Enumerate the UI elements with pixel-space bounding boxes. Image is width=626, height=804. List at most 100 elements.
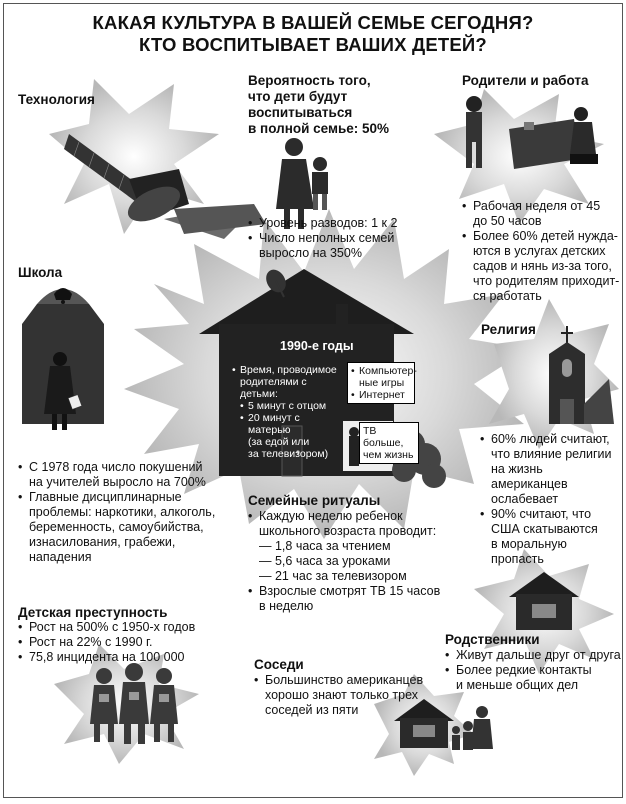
house-time-mother: 20 минут с матерью (за едой или за телев…: [240, 412, 337, 460]
crime-stats: Рост на 500% с 1950-х годов Рост на 22% …: [18, 620, 238, 665]
text-line: Каждую неделю ребенок: [259, 509, 403, 523]
relatives-stat-contacts: Более редкие контакты и меньше общих дел: [445, 663, 622, 693]
house-time-father: 5 минут с отцом: [240, 400, 337, 412]
text-line: проблемы: наркотики, алкоголь,: [29, 505, 216, 519]
text-line: чем жизнь: [363, 449, 414, 461]
house-time-stats: Время, проводимое родителями с детьми: 5…: [232, 364, 337, 460]
relatives-stats: Живут дальше друг от друга Более редкие …: [445, 648, 622, 693]
text-line: Более 60% детей нужда-: [473, 229, 618, 243]
house-tv-box: ТВ больше, чем жизнь: [359, 422, 419, 464]
parents-stats: Рабочая неделя от 45 до 50 часов Более 6…: [462, 199, 622, 304]
text-line: 90% считают, что: [491, 507, 592, 521]
text-line: соседей из пяти: [265, 703, 359, 717]
text-line: Рабочая неделя от 45: [473, 199, 601, 213]
family-heading: Вероятность того, что дети будут воспиты…: [248, 73, 389, 137]
school-stat-discipline: Главные дисциплинарные проблемы: наркоти…: [18, 490, 228, 565]
text-line: Компьютер-: [359, 365, 417, 377]
parents-heading: Родители и работа: [462, 73, 589, 88]
page-title: КАКАЯ КУЛЬТУРА В ВАШЕЙ СЕМЬЕ СЕГОДНЯ? КТ…: [4, 12, 622, 56]
school-heading: Школа: [18, 265, 63, 280]
text-line: Главные дисциплинарные: [29, 490, 182, 504]
text-line: что влияние религии: [491, 447, 612, 461]
neighbors-stat-known: Большинство американцев хорошо знают тол…: [254, 673, 444, 718]
text-line: ются в услугах детских: [473, 244, 606, 258]
text-line: школьного возраста проводит:: [259, 524, 437, 538]
church-icon: [549, 326, 614, 424]
house-time-heading: Время, проводимое родителями с детьми:: [232, 364, 337, 400]
rituals-stat-weekly: Каждую неделю ребенок школьного возраста…: [248, 509, 468, 539]
text-line: ослабевает: [491, 492, 559, 506]
school-building-icon: [22, 288, 104, 430]
relatives-stat-distance: Живут дальше друг от друга: [445, 648, 622, 663]
crime-stat-1950: Рост на 500% с 1950-х годов: [18, 620, 238, 635]
title-line-2: КТО ВОСПИТЫВАЕТ ВАШИХ ДЕТЕЙ?: [139, 34, 487, 55]
text-line: в неделю: [259, 599, 314, 613]
text-line: Время, проводимое: [240, 364, 337, 376]
text-line: и меньше общих дел: [456, 678, 579, 692]
rituals-stats: Каждую неделю ребенок школьного возраста…: [248, 509, 468, 614]
family-heading-line: Вероятность того,: [248, 73, 371, 88]
text-line: в моральную пропасть: [491, 537, 567, 566]
religion-stat-moral: 90% считают, что США скатываются в морал…: [480, 507, 622, 567]
family-heading-line: воспитываться: [248, 105, 353, 120]
crime-stat-incidents: 75,8 инцидента на 100 000: [18, 650, 238, 665]
rituals-dash-homework: — 5,6 часа за уроками: [259, 554, 391, 568]
text-line: изнасилования, грабежи,: [29, 535, 176, 549]
relatives-house-icon: [509, 572, 579, 630]
family-stats: Уровень разводов: 1 к 2 Число неполных с…: [248, 216, 418, 261]
family-heading-line: в полной семье: 50%: [248, 121, 390, 136]
family-stat-single-parent: Число неполных семей выросло на 350%: [248, 231, 418, 261]
neighbors-heading: Соседи: [254, 657, 304, 672]
rituals-stat-adults-tv: Взрослые смотрят ТВ 15 часов в неделю: [248, 584, 468, 614]
text-line: что родителям приходит-: [473, 274, 620, 288]
text-line: США скатываются: [491, 522, 598, 536]
technology-heading: Технология: [18, 92, 95, 107]
crime-stat-1990: Рост на 22% с 1990 г.: [18, 635, 238, 650]
infographic-page: КАКАЯ КУЛЬТУРА В ВАШЕЙ СЕМЬЕ СЕГОДНЯ? КТ…: [3, 3, 623, 798]
crime-heading: Детская преступность: [18, 605, 168, 620]
neighbors-stats: Большинство американцев хорошо знают тол…: [254, 673, 444, 718]
text-line: хорошо знают только трех: [265, 688, 419, 702]
text-line: Взрослые смотрят ТВ 15 часов: [259, 584, 441, 598]
house-era-label: 1990-е годы: [280, 339, 354, 353]
text-line: садов и нянь из-за того,: [473, 259, 612, 273]
family-heading-line: что дети будут: [248, 89, 348, 104]
satellite-icon: [64, 134, 266, 239]
text-line: до 50 часов: [473, 214, 542, 228]
religion-stats: 60% людей считают, что влияние религии н…: [480, 432, 622, 567]
text-line: беременность, самоубийства,: [29, 520, 204, 534]
rituals-dash-reading: — 1,8 часа за чтением: [259, 539, 391, 553]
title-line-1: КАКАЯ КУЛЬТУРА В ВАШЕЙ СЕМЬЕ СЕГОДНЯ?: [92, 12, 534, 33]
internet-item: Интернет: [351, 389, 411, 401]
text-line: на учителей выросло на 700%: [29, 475, 206, 489]
religion-stat-influence: 60% людей считают, что влияние религии н…: [480, 432, 622, 507]
text-line: Более редкие контакты: [456, 663, 592, 677]
office-workers-icon: [466, 96, 598, 169]
text-line: ТВ больше,: [363, 425, 404, 449]
rituals-dash-tv: — 21 час за телевизором: [259, 569, 407, 583]
family-stat-divorce: Уровень разводов: 1 к 2: [248, 216, 418, 231]
text-line: ные игры: [359, 377, 405, 389]
school-stat-attacks: С 1978 года число покушений на учителей …: [18, 460, 228, 490]
computer-games-item: Компьютер- ные игры: [351, 365, 417, 389]
relatives-heading: Родственники: [445, 632, 540, 647]
infographic-artwork: [22, 79, 619, 776]
text-line: за телевизором): [248, 448, 329, 460]
text-line: нападения: [29, 550, 92, 564]
neighbors-family-icon: [452, 706, 493, 750]
juvenile-group-icon: [90, 663, 178, 744]
text-line: ся работать: [473, 289, 542, 303]
school-stats: С 1978 года число покушений на учителей …: [18, 460, 228, 565]
text-line: (за едой или: [248, 436, 310, 448]
text-line: С 1978 года число покушений: [29, 460, 203, 474]
religion-heading: Религия: [481, 322, 536, 337]
house-computer-box: Компьютер- ные игры Интернет: [347, 362, 417, 404]
text-line: 20 минут с матерью: [248, 412, 300, 436]
parents-stat-workweek: Рабочая неделя от 45 до 50 часов: [462, 199, 622, 229]
text-line: родителями с детьми:: [240, 376, 307, 400]
text-line: на жизнь американцев: [491, 462, 568, 491]
text-line: 60% людей считают,: [491, 432, 610, 446]
rituals-heading: Семейные ритуалы: [248, 493, 381, 508]
computer-list: Компьютер- ные игры Интернет: [351, 365, 417, 401]
parents-stat-childcare: Более 60% детей нужда- ются в услугах де…: [462, 229, 622, 304]
